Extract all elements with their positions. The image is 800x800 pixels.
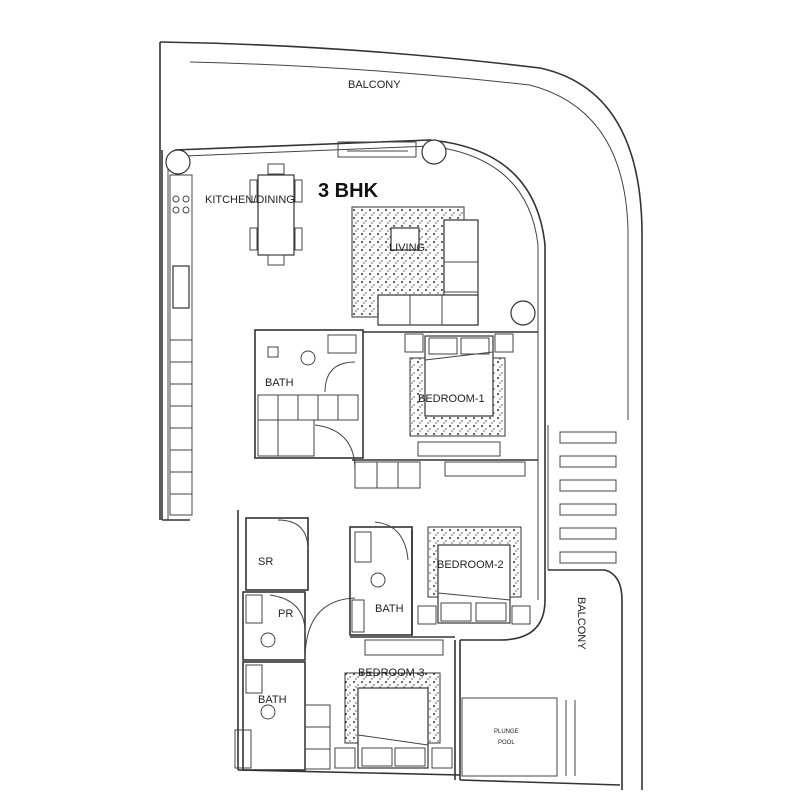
label-bedroom-1: BEDROOM-1: [418, 393, 485, 405]
kitchen-counter: [169, 174, 193, 516]
dining-table: [249, 163, 303, 266]
bedroom-2-area: [349, 521, 531, 656]
label-balcony-top: BALCONY: [348, 79, 401, 91]
living-furniture: [351, 206, 479, 326]
label-pool: POOL: [498, 740, 515, 746]
label-pr: PR: [278, 608, 293, 620]
page-title: 3 BHK: [318, 180, 379, 202]
label-living: LIVING: [389, 242, 425, 254]
outer-boundary: [159, 41, 643, 790]
label-bath-1: BATH: [265, 377, 294, 389]
label-kitchen-dining: KITCHEN/DINING: [205, 194, 295, 206]
label-plunge: PLUNGE: [494, 729, 519, 735]
service-rooms: [234, 517, 356, 771]
label-bedroom-2: BEDROOM-2: [437, 559, 504, 571]
bedroom-3-furniture: [334, 672, 453, 769]
label-sr: SR: [258, 556, 273, 568]
label-bath-3: BATH: [258, 694, 287, 706]
label-bedroom-3: BEDROOM-3: [358, 667, 425, 679]
label-balcony-side: BALCONY: [575, 597, 587, 650]
bedroom-1-furniture: [352, 333, 538, 489]
steps: [547, 425, 617, 570]
label-bath-2: BATH: [375, 603, 404, 615]
walls: [161, 139, 621, 786]
